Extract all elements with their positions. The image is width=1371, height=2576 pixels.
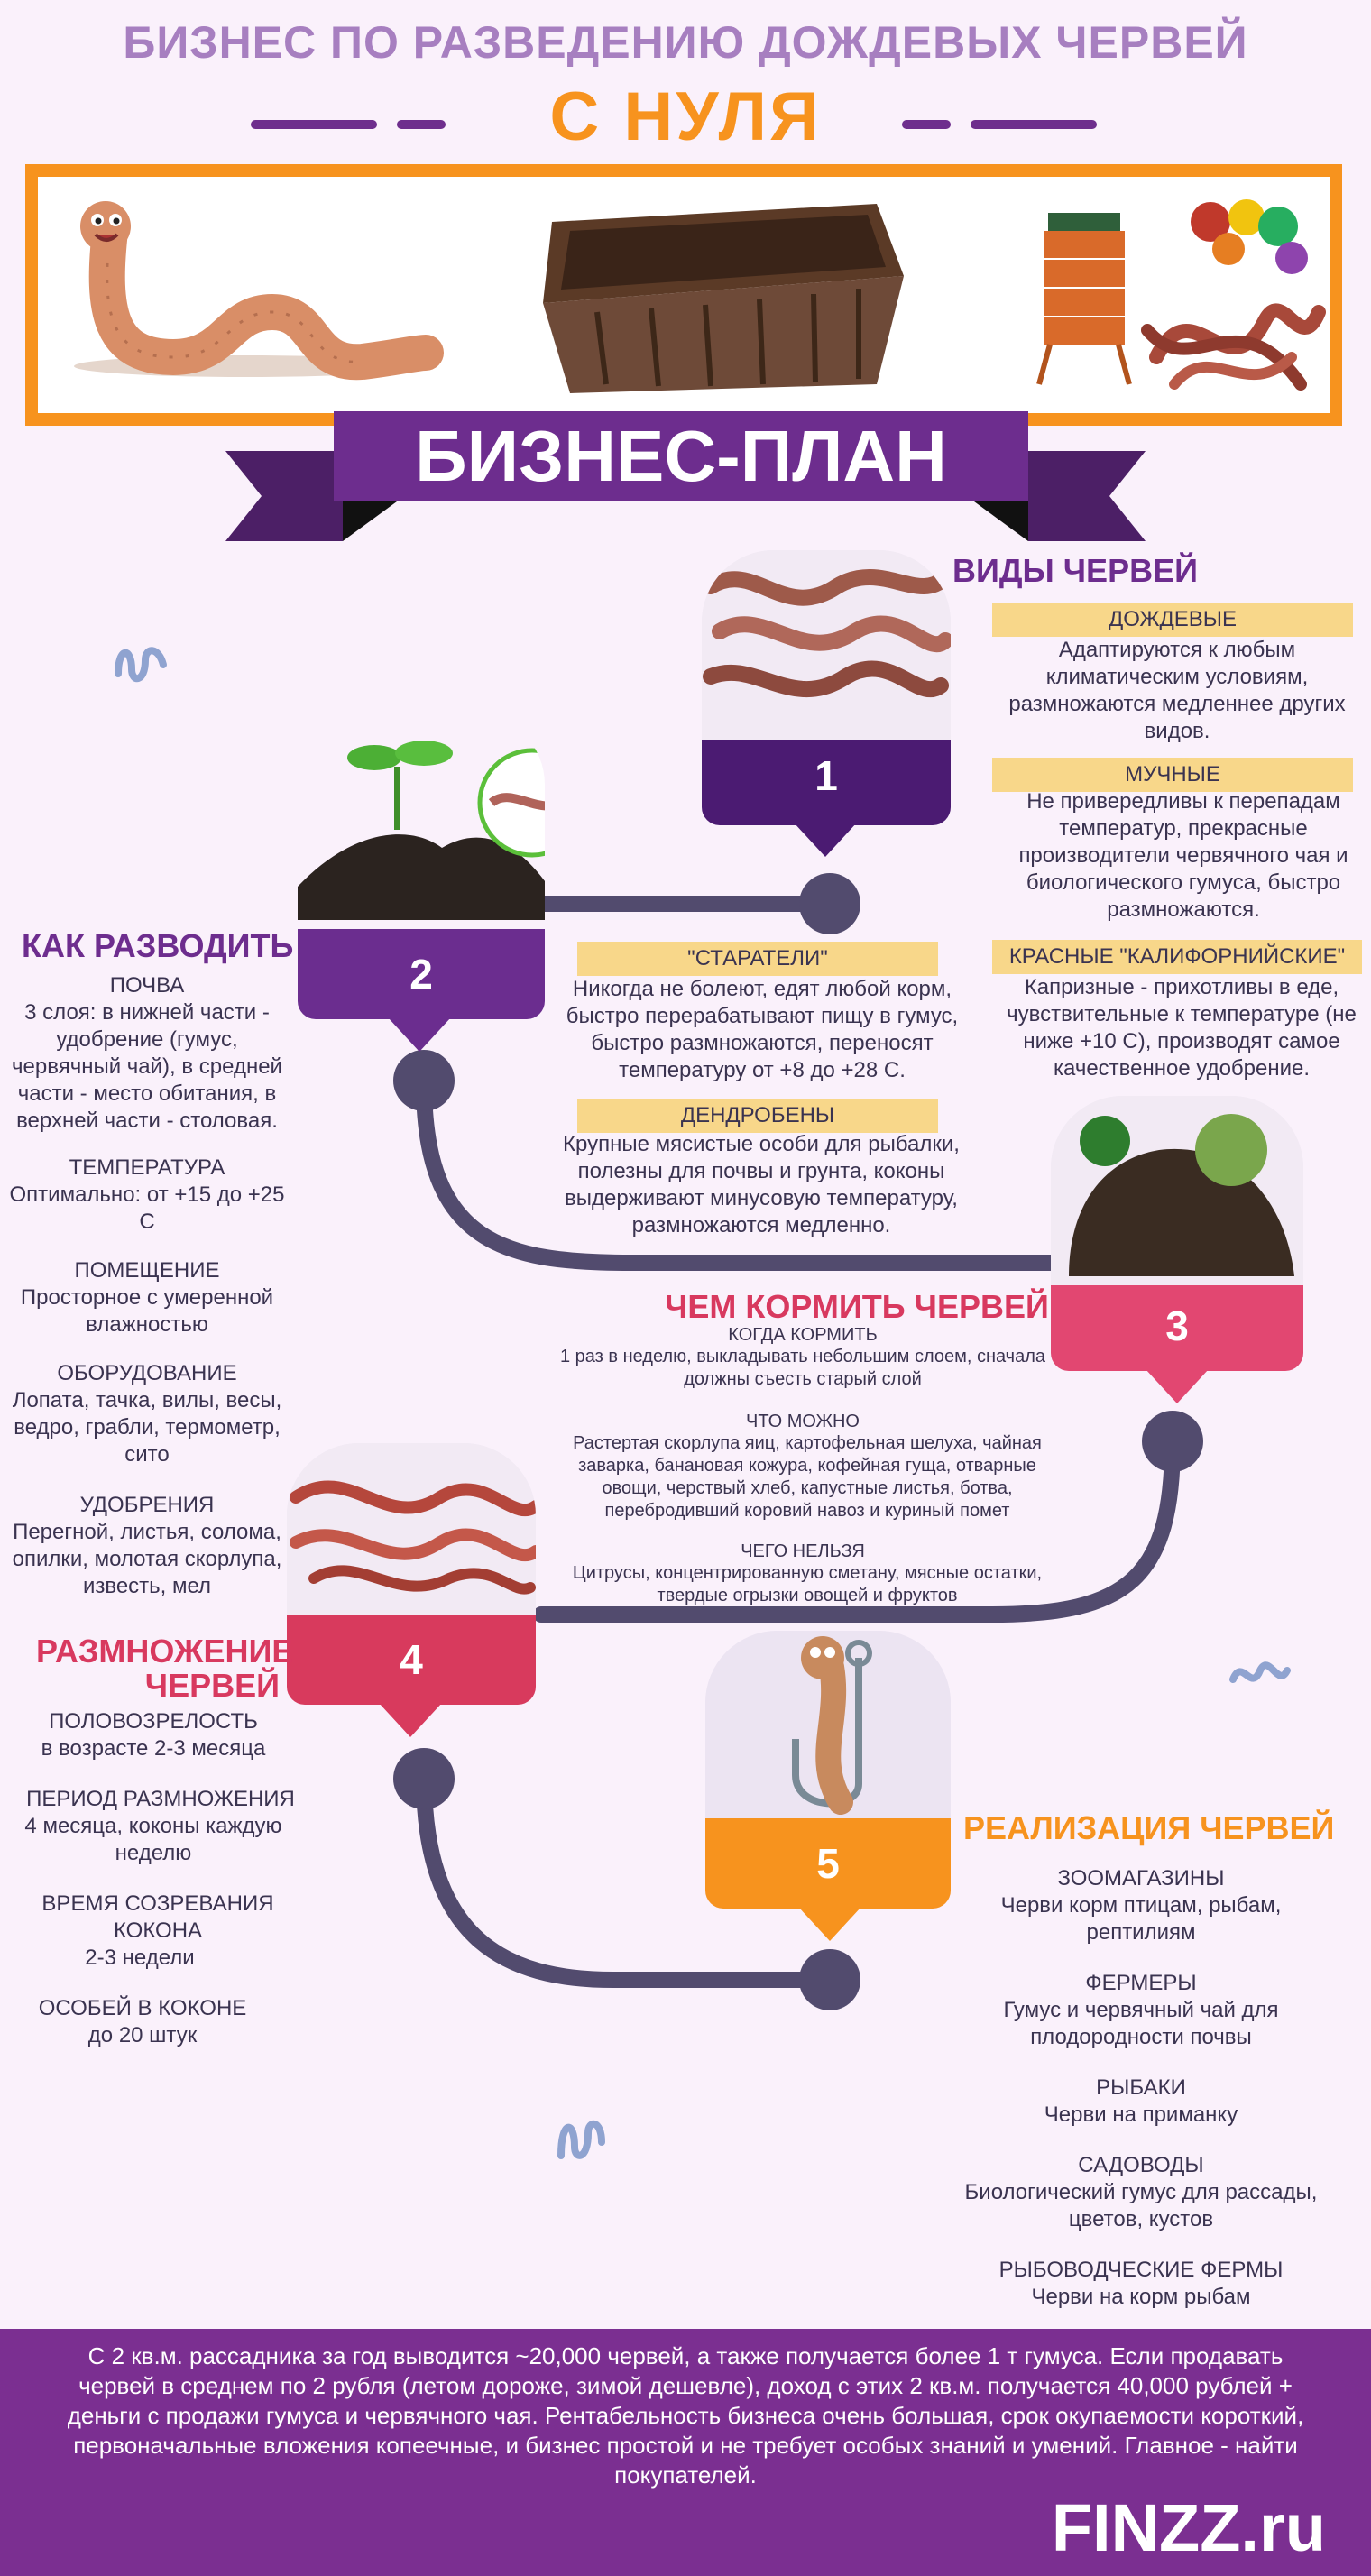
reproduction-item-text: в возрасте 2-3 месяца <box>41 1736 266 1761</box>
type-description: Капризные - прихотливы в еде, чувствител… <box>1007 975 1357 1081</box>
cartoon-worm-illustration <box>74 201 444 381</box>
wormery-illustration <box>1036 213 1132 385</box>
breeding-heading: КАК РАЗВОДИТЬ <box>22 927 294 964</box>
hero-illustrations <box>74 199 1326 393</box>
sales-item-text: Черви корм птицам, рыбам, рептилиям <box>1000 1893 1282 1945</box>
sales-item-text: Черви на приманку <box>1044 2102 1238 2127</box>
breeding-item-text: Перегной, листья, солома, опилки, молота… <box>12 1520 282 1598</box>
worm-doodle-icon <box>1229 1661 1291 1683</box>
step-4-card: 4 <box>287 1443 536 1705</box>
decor-dash <box>971 120 1097 129</box>
breeding-item-title: ТЕМПЕРАТУРА <box>69 1155 225 1180</box>
breeding-item-title: ПОЧВА <box>109 973 185 998</box>
step-3-pointer <box>1146 1369 1209 1403</box>
worm-doodle-icon <box>115 647 167 683</box>
type-title: МУЧНЫЕ <box>992 758 1353 792</box>
sales-item-title: САДОВОДЫ <box>1078 2153 1204 2177</box>
types-heading: ВИДЫ ЧЕРВЕЙ <box>952 552 1198 589</box>
sales-item-text: Черви на корм рыбам <box>1031 2285 1251 2309</box>
sales-item-title: ЗООМАГАЗИНЫ <box>1057 1866 1225 1891</box>
step-number: 3 <box>1051 1285 1303 1371</box>
site-logo: FINZZ.ru <box>1051 2490 1326 2565</box>
step-number: 4 <box>287 1615 536 1705</box>
sales-heading: РЕАЛИЗАЦИЯ ЧЕРВЕЙ <box>963 1809 1335 1846</box>
reproduction-item-title: ВРЕМЯ СОЗРЕВАНИЯ КОКОНА <box>41 1891 274 1943</box>
worm-doodle-icon <box>557 2120 605 2159</box>
reproduction-item-text: 4 месяца, коконы каждую неделю <box>24 1814 282 1865</box>
step-5-card: 5 <box>705 1631 951 1909</box>
business-plan-ribbon: БИЗНЕС-ПЛАН <box>334 411 1028 501</box>
step-number: 2 <box>298 929 545 1019</box>
decor-dash <box>902 120 951 129</box>
type-description: Никогда не болеют, едят любой корм, быст… <box>566 977 959 1082</box>
step-1-pointer <box>794 823 857 857</box>
breeding-item-title: УДОБРЕНИЯ <box>79 1493 215 1517</box>
red-worms-photo <box>287 1443 536 1615</box>
page-subtitle: С НУЛЯ <box>549 78 822 155</box>
step-number: 1 <box>702 740 951 825</box>
feeding-item-title: ЧЕГО НЕЛЬЗЯ <box>741 1541 865 1561</box>
soil-crate-illustration <box>543 204 904 393</box>
ribbon-shapes <box>225 451 1146 541</box>
reproduction-heading-line2: ЧЕРВЕЙ <box>144 1667 280 1704</box>
breeding-item-text: 3 слоя: в нижней части - удобрение (гуму… <box>12 1000 282 1133</box>
soil-and-sprout-photo <box>298 741 545 920</box>
step-5-pointer <box>798 1907 861 1941</box>
type-title: ДЕНДРОБЕНЫ <box>577 1099 938 1133</box>
step-2-card: 2 <box>298 713 545 1019</box>
breeding-item-text: Лопата, тачка, вилы, весы, ведро, грабли… <box>12 1388 282 1467</box>
decor-dash <box>397 120 446 129</box>
decor-dash <box>251 120 377 129</box>
breeding-item-title: ПОМЕЩЕНИЕ <box>74 1258 220 1283</box>
step-2-pointer <box>388 1017 451 1052</box>
breeding-item-text: Оптимально: от +15 до +25 С <box>9 1182 285 1234</box>
breeding-item-title: ОБОРУДОВАНИЕ <box>57 1361 237 1385</box>
type-title: ДОЖДЕВЫЕ <box>992 603 1353 637</box>
reproduction-item-title: ПЕРИОД РАЗМНОЖЕНИЯ <box>26 1787 295 1811</box>
footer-summary: С 2 кв.м. рассадника за год выводится ~2… <box>67 2342 1304 2489</box>
reproduction-heading: РАЗМНОЖЕНИЕ <box>36 1633 294 1670</box>
reproduction-item-text: до 20 штук <box>87 2023 198 2047</box>
feeding-item-title: ЧТО МОЖНО <box>745 1412 860 1431</box>
worms-photo <box>702 550 951 740</box>
feeding-item-text: 1 раз в неделю, выкладывать небольшим сл… <box>559 1347 1046 1389</box>
type-description: Крупные мясистые особи для рыбалки, поле… <box>563 1132 960 1237</box>
sales-item-title: РЫБАКИ <box>1096 2075 1186 2100</box>
reproduction-item-title: ПОЛОВОЗРЕЛОСТЬ <box>49 1709 258 1734</box>
page-title: БИЗНЕС ПО РАЗВЕДЕНИЮ ДОЖДЕВЫХ ЧЕРВЕЙ <box>123 17 1248 68</box>
roadmap-path <box>393 873 1203 2010</box>
step-3-card: 3 <box>1051 1096 1303 1371</box>
step-4-pointer <box>379 1703 442 1737</box>
footer-panel <box>0 2329 1371 2576</box>
type-title: "СТАРАТЕЛИ" <box>577 942 938 976</box>
compost-photo <box>1051 1096 1303 1285</box>
sales-item-title: РЫБОВОДЧЕСКИЕ ФЕРМЫ <box>998 2258 1284 2282</box>
step-1-card: 1 <box>702 550 951 825</box>
type-description: Адаптируются к любым климатическим услов… <box>1008 638 1346 743</box>
reproduction-item-title: ОСОБЕЙ В КОКОНЕ <box>38 1996 247 2020</box>
sales-item-text: Гумус и червячный чай для плодородности … <box>1003 1998 1279 2049</box>
feeding-item-text: Цитрусы, концентрированную сметану, мясн… <box>572 1563 1043 1605</box>
sales-item-title: ФЕРМЕРЫ <box>1085 1971 1197 1995</box>
step-number: 5 <box>705 1818 951 1909</box>
feeding-item-title: КОГДА КОРМИТЬ <box>728 1325 878 1345</box>
feeding-heading: ЧЕМ КОРМИТЬ ЧЕРВЕЙ <box>665 1288 1049 1325</box>
worm-on-hook-illustration <box>705 1631 951 1818</box>
breeding-item-text: Просторное с умеренной влажностью <box>20 1285 274 1337</box>
vegetables-and-worms-illustration <box>1141 199 1326 391</box>
type-title: КРАСНЫЕ "КАЛИФОРНИЙСКИЕ" <box>992 940 1362 974</box>
reproduction-item-text: 2-3 недели <box>85 1946 195 1970</box>
feeding-item-text: Растертая скорлупа яиц, картофельная шел… <box>573 1433 1042 1521</box>
sales-item-text: Биологический гумус для рассады, цветов,… <box>964 2180 1318 2231</box>
type-description: Не привередливы к перепадам температур, … <box>1018 789 1348 922</box>
